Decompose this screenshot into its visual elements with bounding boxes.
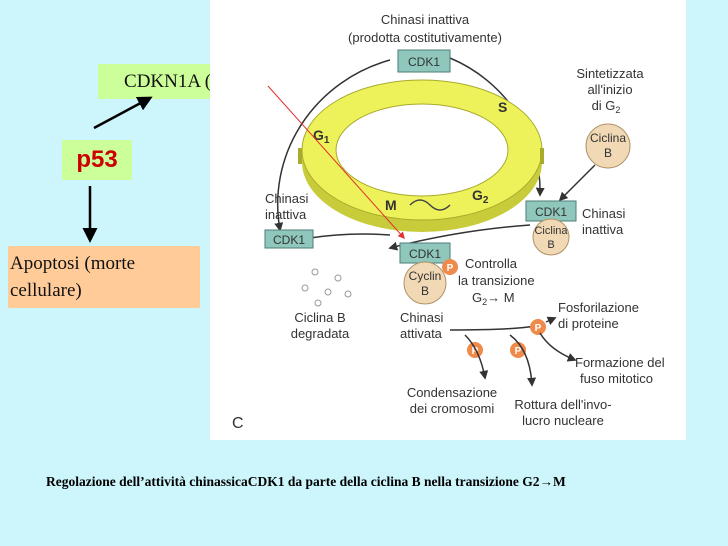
- rottura-line-2: lucro nucleare: [522, 413, 604, 428]
- cdk-center: CDK1 Cyclin B: [399, 242, 451, 305]
- cdk-top-label: CDK1: [408, 55, 440, 69]
- left-arrows: [82, 96, 153, 243]
- cyclin-b-new: Ciclina B: [585, 123, 631, 169]
- rottura-line-1: Rottura dell'invo-: [514, 397, 611, 412]
- top-title-line-1: Chinasi inattiva: [381, 12, 470, 27]
- fosfo-line-1: Fosforilazione: [558, 300, 639, 315]
- controlla-line-2: la transizione: [458, 273, 535, 288]
- cyclin-binding-arrow: [558, 164, 596, 202]
- synth-line-1: Sintetizzata: [576, 66, 644, 81]
- svg-text:Ciclina: Ciclina: [534, 225, 568, 237]
- cell-cycle-diagram: Chinasi inattiva (prodotta costitutivame…: [232, 12, 665, 432]
- return-arrow-left: [309, 233, 391, 239]
- phospho-left: P: [467, 342, 483, 358]
- cdk-left: CDK1: [264, 229, 314, 249]
- svg-text:CDK1: CDK1: [273, 233, 305, 247]
- chinasi-inattiva-right-2: inattiva: [582, 222, 624, 237]
- svg-text:P: P: [447, 263, 454, 274]
- svg-text:P: P: [535, 323, 542, 334]
- caption-text: Regolazione dell’attività chinassicaCDK1…: [46, 474, 540, 489]
- chinasi-inattiva-left-2: inattiva: [265, 207, 307, 222]
- conden-arrow: [464, 334, 489, 380]
- apoptosis-label: Apoptosi (morte cellulare): [8, 246, 200, 308]
- cdk-top: CDK1: [397, 49, 451, 73]
- svg-text:B: B: [547, 239, 554, 251]
- degraded-dots: [301, 268, 352, 307]
- fosfo-line-2: di proteine: [558, 316, 619, 331]
- svg-text:Cyclin: Cyclin: [409, 269, 442, 283]
- attivata-line-1: Chinasi: [400, 310, 443, 325]
- p53-label-text: p53: [76, 146, 118, 173]
- controlla-line-1: Controlla: [465, 256, 518, 271]
- svg-text:P: P: [472, 346, 479, 357]
- mitosis-wave-icon: [409, 199, 451, 211]
- synth-line-3: di G2: [592, 98, 621, 115]
- conden-line-2: dei cromosomi: [410, 401, 495, 416]
- attivata-branch-line: [449, 324, 541, 331]
- phase-g1: G1: [313, 127, 330, 146]
- svg-text:CDK1: CDK1: [535, 205, 567, 219]
- degradata-line-1: Ciclina B: [294, 310, 345, 325]
- svg-text:CDK1: CDK1: [409, 247, 441, 261]
- p53-to-p21-arrow: [93, 96, 153, 130]
- phase-s: S: [498, 99, 507, 115]
- figure-caption: Regolazione dell’attività chinassicaCDK1…: [46, 474, 726, 490]
- cell-cycle-figure: Chinasi inattiva (prodotta costitutivame…: [210, 0, 686, 440]
- p21-to-cdk-red-arrow: [267, 85, 405, 240]
- svg-text:Ciclina: Ciclina: [590, 131, 626, 145]
- fuso-line-2: fuso mitotico: [580, 371, 653, 386]
- p53-label: p53: [62, 140, 132, 180]
- chinasi-inattiva-right-1: Chinasi: [582, 206, 625, 221]
- fuso-line-1: Formazione del: [575, 355, 665, 370]
- red-link-arrow-layer: [267, 85, 405, 240]
- attivata-line-2: attivata: [400, 326, 443, 341]
- caption-arrow-icon: →: [539, 474, 553, 489]
- synth-line-2: all'inizio: [587, 82, 632, 97]
- panel-letter: C: [232, 415, 244, 432]
- phase-m: M: [385, 197, 397, 213]
- phospho-mid: P: [510, 342, 526, 358]
- svg-text:P: P: [515, 346, 522, 357]
- controlla-line-3: G2→ M: [472, 290, 515, 307]
- caption-end: M: [552, 474, 566, 489]
- chinasi-inattiva-left-1: Chinasi: [265, 191, 308, 206]
- degradata-line-2: degradata: [291, 326, 350, 341]
- phase-g2: G2: [472, 187, 489, 206]
- cell-cycle-ring: [298, 79, 544, 232]
- fuso-arrow: [539, 332, 577, 362]
- svg-text:B: B: [421, 284, 429, 298]
- svg-text:B: B: [604, 146, 612, 160]
- phospho-right: P: [530, 319, 546, 335]
- outer-arrow-top-left: [274, 59, 391, 232]
- phospho-center: P: [442, 259, 458, 275]
- top-title-line-2: (prodotta costitutivamente): [348, 30, 502, 45]
- fosfo-arrow: [545, 316, 557, 326]
- rottura-arrow: [509, 334, 537, 387]
- apoptosis-line-2: cellulare): [10, 280, 82, 301]
- apoptosis-line-1: Apoptosi (morte: [10, 253, 136, 274]
- conden-line-1: Condensazione: [407, 385, 497, 400]
- cdk-right: CDK1 Ciclina B: [525, 200, 577, 256]
